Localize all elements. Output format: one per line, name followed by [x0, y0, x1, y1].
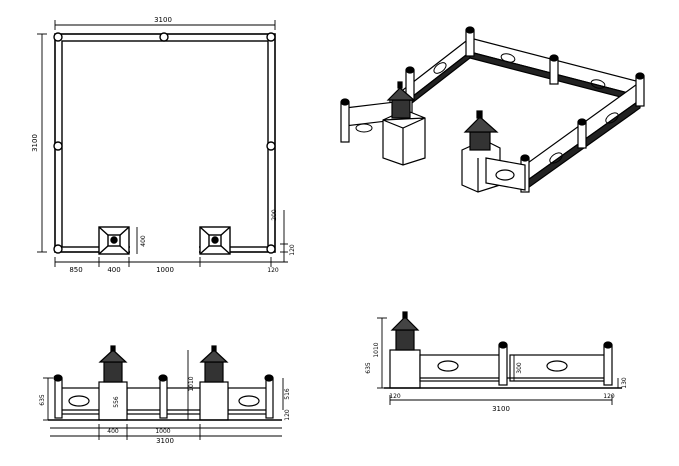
- front-dim-1000: 1000: [155, 428, 170, 435]
- front-dim-400: 400: [107, 428, 119, 435]
- plan-dim-right-bottom: 120: [289, 244, 296, 256]
- plan-seg-400: 400: [107, 266, 120, 274]
- plan-posts: [53, 32, 276, 254]
- side-dim-120-right: 120: [603, 393, 615, 400]
- front-elevation: [43, 345, 284, 440]
- isometric-view: [340, 26, 645, 193]
- side-dim-130: 130: [621, 377, 628, 389]
- front-dim-3100: 3100: [156, 437, 174, 445]
- plan-seg-120: 120: [267, 267, 279, 274]
- side-dim-120-left: 120: [389, 393, 401, 400]
- front-lantern-right: [199, 345, 229, 383]
- plan-view: [37, 20, 288, 267]
- plan-dim-top: 3100: [154, 16, 172, 24]
- front-dim-635: 635: [39, 394, 46, 406]
- front-dim-1010: 1010: [188, 376, 195, 391]
- side-dim-1010: 1010: [373, 342, 380, 357]
- plan-pedestal-right: [199, 226, 231, 255]
- side-dim-635: 635: [365, 362, 372, 374]
- front-lantern-left: [98, 345, 128, 383]
- side-elevation: [377, 311, 622, 405]
- plan-dim-right-small: 200: [271, 209, 278, 221]
- front-dim-120: 120: [284, 409, 291, 421]
- iso-lantern-left: [382, 81, 426, 166]
- side-dim-300: 300: [516, 362, 523, 374]
- plan-seg-850: 850: [69, 266, 82, 274]
- front-dim-556: 556: [113, 396, 120, 408]
- plan-dim-left: 3100: [31, 134, 39, 152]
- plan-pedestal-left: [98, 226, 130, 255]
- plan-seg-1000: 1000: [156, 266, 174, 274]
- plan-dim-post-height: 400: [140, 235, 147, 247]
- front-dim-516: 516: [284, 388, 291, 400]
- side-dim-3100: 3100: [492, 405, 510, 413]
